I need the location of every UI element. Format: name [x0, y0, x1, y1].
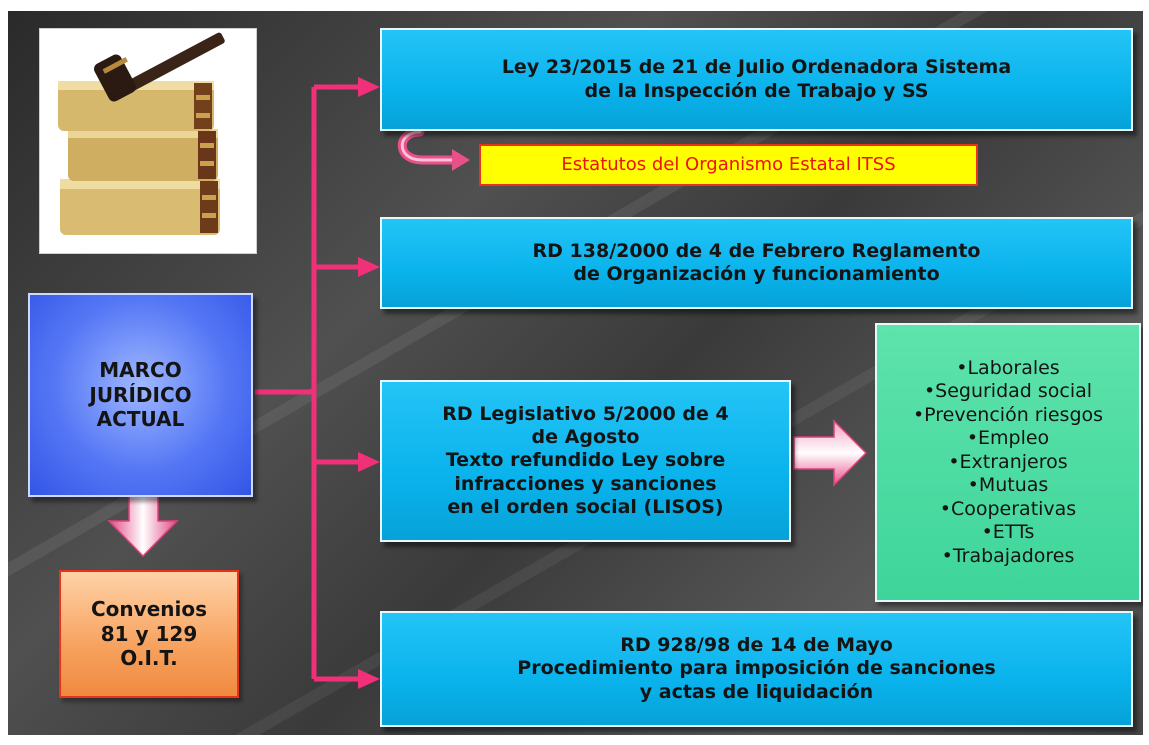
law-books-gavel-image: [39, 28, 257, 254]
materias-list-box: •Laborales •Seguridad social •Prevención…: [875, 323, 1141, 602]
materia-item-cooperativas: •Cooperativas: [939, 497, 1077, 520]
materia-item-empleo: •Empleo: [966, 427, 1050, 450]
law-box-ley-23-2015: Ley 23/2015 de 21 de Julio Ordenadora Si…: [380, 28, 1133, 131]
diagram-canvas: MARCO JURÍDICO ACTUAL Convenios 81 y 129…: [8, 11, 1143, 735]
curved-arrow-icon: [397, 127, 470, 171]
connector-trunk: [255, 87, 317, 679]
materia-item-etts: •ETTs: [981, 521, 1035, 544]
connectors-layer: [107, 77, 868, 689]
connector-branch-rd-legislativo-5-2000: [314, 452, 380, 472]
materia-item-mutuas: •Mutuas: [967, 474, 1049, 497]
materia-item-prevencion-riesgos: •Prevención riesgos: [912, 403, 1104, 426]
connector-branch-ley-23-2015: [314, 77, 380, 97]
law-books-gavel-icon: [40, 29, 256, 253]
right-block-arrow-icon: [793, 419, 868, 487]
materia-item-trabajadores: •Trabajadores: [941, 544, 1075, 567]
materia-item-laborales: •Laborales: [956, 356, 1060, 379]
down-block-arrow-icon: [107, 487, 179, 558]
law-box-rd-legislativo-5-2000: RD Legislativo 5/2000 de 4 de Agosto Tex…: [380, 380, 791, 542]
estatutos-itss-box: Estatutos del Organismo Estatal ITSS: [479, 144, 978, 186]
convenios-oit-box: Convenios 81 y 129 O.I.T.: [59, 570, 239, 698]
law-box-rd-928-98: RD 928/98 de 14 de Mayo Procedimiento pa…: [380, 611, 1133, 727]
connector-branch-rd-138-2000: [314, 257, 380, 277]
marco-juridico-box: MARCO JURÍDICO ACTUAL: [28, 293, 253, 497]
law-box-rd-138-2000: RD 138/2000 de 4 de Febrero Reglamento d…: [380, 217, 1133, 309]
materia-item-seguridad-social: •Seguridad social: [923, 380, 1093, 403]
materia-item-extranjeros: •Extranjeros: [948, 450, 1068, 473]
connector-branch-rd-928-98: [314, 669, 380, 689]
